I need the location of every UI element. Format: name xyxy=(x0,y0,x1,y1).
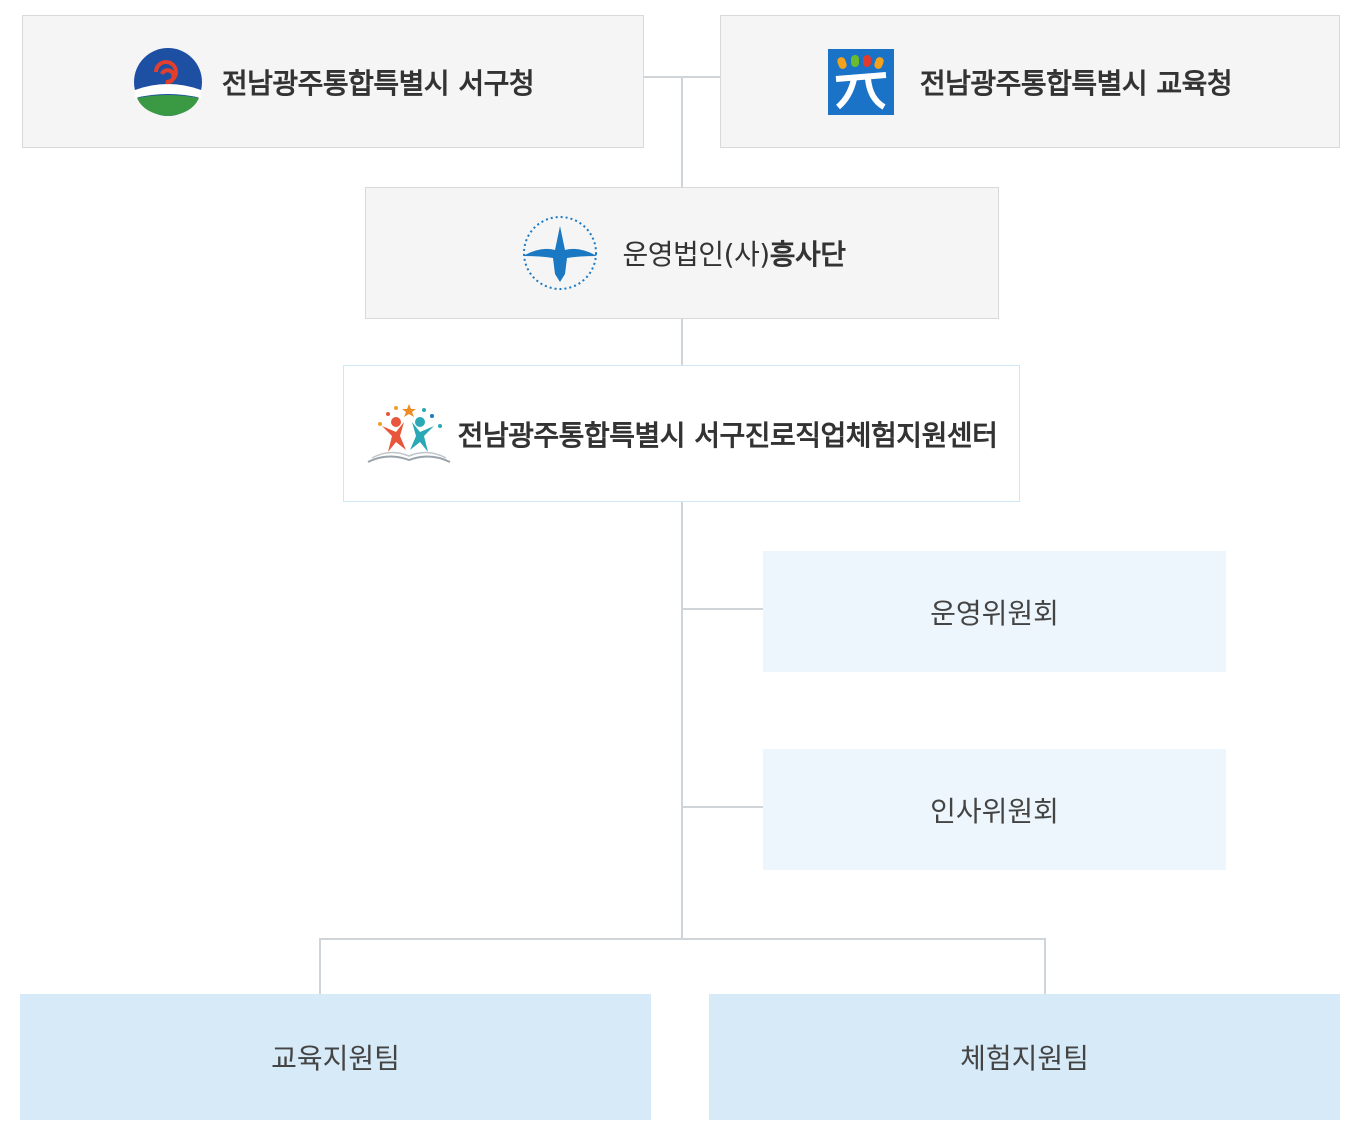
district-office-box: 전남광주통합특별시 서구청 xyxy=(22,15,644,148)
connector-committee-operating xyxy=(682,608,764,610)
team-experience-label: 체험지원팀 xyxy=(960,1042,1089,1075)
connector-committee-personnel xyxy=(682,806,764,808)
education-office-emblem-icon xyxy=(827,48,894,115)
committee-operating-box: 운영위원회 xyxy=(763,551,1226,672)
heungsadan-crane-icon xyxy=(522,216,597,290)
career-center-label: 전남광주통합특별시 서구진로직업체험지원센터 xyxy=(457,418,998,452)
team-experience-box: 체험지원팀 xyxy=(709,994,1340,1120)
connector-teams-horizontal xyxy=(319,938,1046,940)
career-center-children-book-icon xyxy=(367,403,451,463)
connector-team-education xyxy=(319,938,321,994)
education-office-label: 전남광주통합특별시 교육청 xyxy=(919,66,1233,100)
committee-operating-label: 운영위원회 xyxy=(930,596,1059,630)
connector-team-experience xyxy=(1044,938,1046,994)
education-office-box: 전남광주통합특별시 교육청 xyxy=(720,15,1340,148)
committee-personnel-box: 인사위원회 xyxy=(763,749,1226,870)
committee-personnel-label: 인사위원회 xyxy=(930,794,1059,828)
team-education-box: 교육지원팀 xyxy=(20,994,651,1120)
career-center-box: 전남광주통합특별시 서구진로직업체험지원센터 xyxy=(343,365,1020,502)
district-emblem-icon xyxy=(133,47,202,116)
team-education-label: 교육지원팀 xyxy=(271,1042,400,1075)
operator-label-name: 흥사단 xyxy=(769,238,846,271)
district-office-label: 전남광주통합특별시 서구청 xyxy=(221,66,535,100)
operator-box: 운영법인(사)흥사단 xyxy=(365,187,999,319)
connector-main-vertical xyxy=(681,77,683,939)
operator-label-prefix: 운영법인(사) xyxy=(622,238,771,271)
